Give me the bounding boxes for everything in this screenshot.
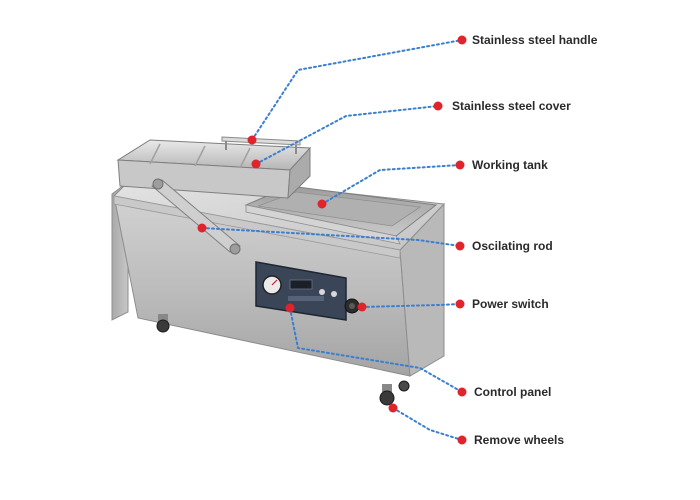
caster-wheel — [156, 319, 170, 333]
red-marker-dot — [285, 303, 295, 313]
rod-pivot — [152, 178, 164, 190]
red-marker-dot — [317, 199, 327, 209]
wheel-bracket — [382, 384, 392, 392]
leader-line-switch — [361, 303, 461, 308]
stainless-steel-handle — [221, 136, 301, 146]
label-oscilating-rod: Oscilating rod — [472, 239, 553, 253]
marker-dots — [197, 35, 467, 445]
red-marker-dot — [197, 223, 207, 233]
rod-pivot — [229, 243, 241, 255]
red-marker-dot — [247, 135, 257, 145]
red-marker-dot — [251, 159, 261, 169]
red-marker-dot — [457, 435, 467, 445]
working-tank-rim — [245, 204, 401, 245]
red-marker-dot — [433, 101, 443, 111]
red-marker-dot — [455, 299, 465, 309]
red-marker-dot — [455, 241, 465, 251]
red-marker-dot — [457, 35, 467, 45]
red-marker-dot — [388, 403, 398, 413]
control-panel — [255, 261, 347, 321]
red-marker-dot — [357, 302, 367, 312]
panel-knob — [331, 291, 337, 297]
leader-line-cover — [255, 105, 439, 165]
leader-lines — [201, 39, 463, 441]
cover-rib — [194, 145, 206, 167]
label-control-panel: Control panel — [474, 385, 552, 399]
caster-wheel — [398, 380, 410, 392]
label-power-switch: Power switch — [472, 297, 549, 311]
red-marker-dot — [455, 160, 465, 170]
label-stainless-steel-handle: Stainless steel handle — [472, 33, 598, 47]
cover-rib — [149, 143, 161, 165]
panel-display — [289, 279, 313, 290]
leader-line-tank — [321, 164, 461, 205]
red-marker-dot — [457, 387, 467, 397]
leader-line-handle — [251, 39, 463, 141]
leader-line-rod — [201, 227, 461, 247]
label-working-tank: Working tank — [472, 158, 548, 172]
chamber-cover-side — [287, 146, 311, 200]
leader-line-wheels — [392, 407, 463, 441]
label-remove-wheels: Remove wheels — [474, 433, 565, 447]
panel-knob — [319, 289, 325, 295]
panel-button-strip — [288, 296, 324, 301]
gauge-needle — [271, 279, 278, 286]
cover-rib — [239, 147, 251, 169]
wheel-bracket — [158, 314, 168, 322]
leader-line-panel — [289, 307, 463, 393]
caster-wheel — [379, 390, 395, 406]
label-stainless-steel-cover: Stainless steel cover — [452, 99, 571, 113]
power-switch-knob — [349, 303, 355, 309]
